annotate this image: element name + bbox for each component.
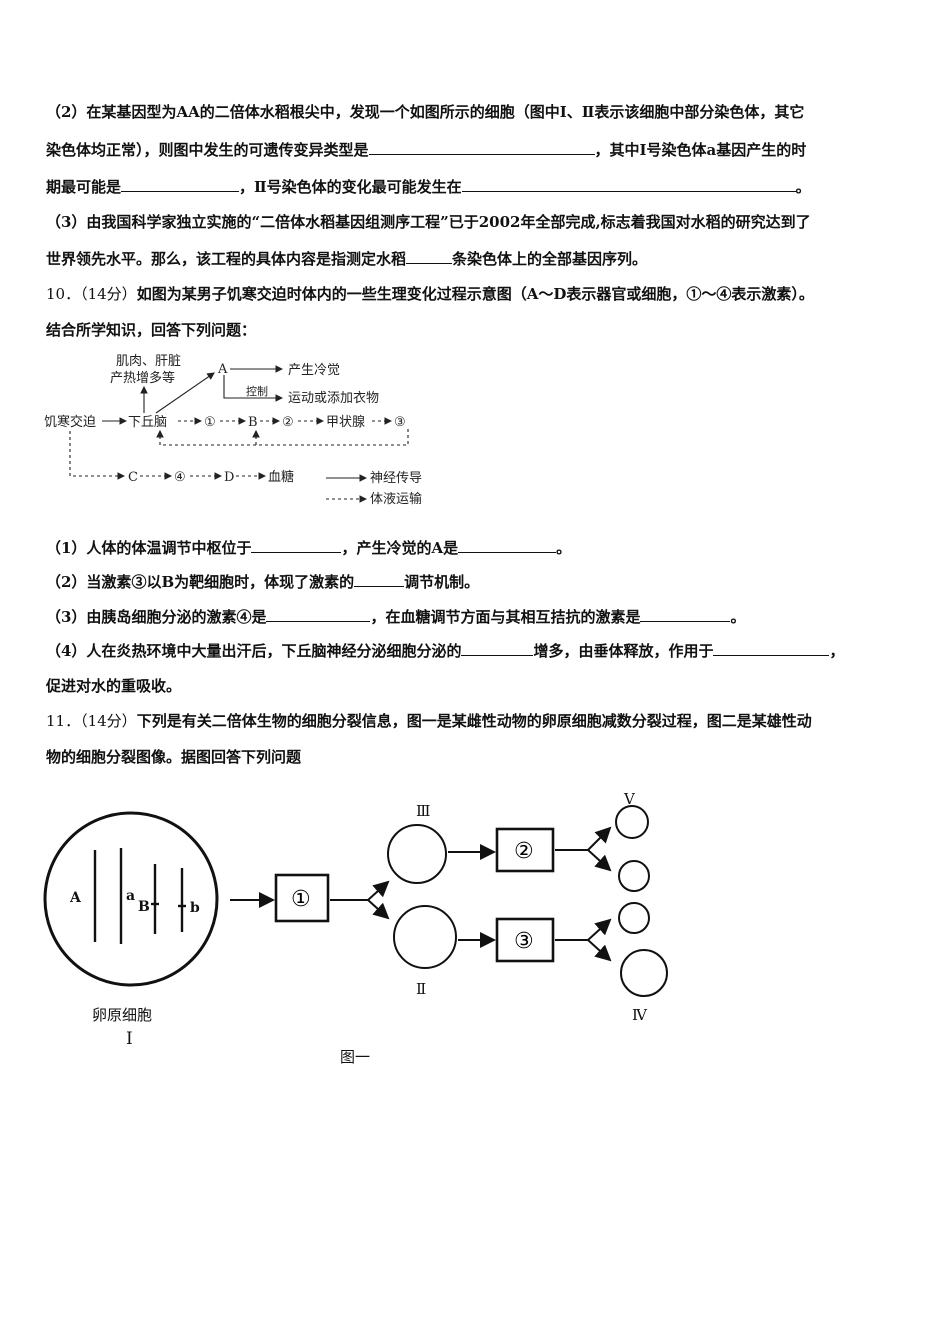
node-start: 饥寒交迫: [44, 414, 96, 430]
text: ，Ⅱ号染色体的变化最可能发生在: [239, 178, 462, 196]
text: ，在血糖调节方面与其相互拮抗的激素是: [370, 608, 641, 626]
answer-blank[interactable]: [461, 175, 796, 192]
text: ，产生冷觉的A是: [341, 539, 459, 557]
gene-B: B: [138, 899, 150, 915]
text: 增多，由垂体释放，作用于: [533, 642, 714, 660]
text: 下列是有关二倍体生物的细胞分裂信息，图一是某雌性动物的卵原细胞减数分裂过程，图二…: [136, 712, 812, 730]
legend-nerve-label: 神经传导: [370, 471, 422, 486]
hormone-2: ②: [282, 415, 294, 430]
text: （2）在某基因型为AA的二倍体水稻根尖中，发现一个如图所示的细胞（图中Ⅰ、Ⅱ表示…: [46, 103, 805, 121]
text: 。: [795, 178, 811, 196]
q9-part3-line1: （3）由我国科学家独立实施的“二倍体水稻基因组测序工程”已于2002年全部完成,…: [46, 211, 811, 233]
q10-stem-line2: 结合所学知识，回答下列问题：: [46, 319, 256, 341]
q11-stem-line1: 11．（14分）下列是有关二倍体生物的细胞分裂信息，图一是某雌性动物的卵原细胞减…: [46, 710, 812, 732]
polar-body: [618, 902, 650, 934]
text: 染色体均正常），则图中发生的可遗传变异类型是: [46, 141, 369, 159]
step-1-box: [274, 873, 330, 923]
cell-V: [615, 805, 649, 839]
node-thyroid: 甲状腺: [326, 415, 365, 430]
step-3-box: [495, 917, 555, 963]
node-A: A: [217, 362, 228, 377]
node-B: B: [248, 415, 258, 430]
node-hypothalamus: 下丘脑: [128, 415, 167, 430]
control-label: 控制: [246, 384, 268, 398]
text: 条染色体上的全部基因序列。: [452, 250, 648, 268]
label-IV: Ⅳ: [632, 1006, 648, 1024]
step-2: ②: [514, 839, 534, 864]
answer-blank[interactable]: [368, 138, 595, 155]
text: 如图为某男子饥寒交迫时体内的一些生理变化过程示意图（A～D表示器官或细胞，①～④…: [136, 285, 814, 303]
q11-figure-1: A a B b 卵原细胞 Ⅰ 图一 Ⅲ Ⅱ Ⅴ Ⅳ ① ② ③: [43, 790, 668, 1066]
cell-IV: [620, 949, 668, 997]
answer-blank[interactable]: [406, 247, 453, 264]
q10-diagram: 肌肉、肝脏 产热增多等 A 产生冷觉 控制 运动或添加衣物 饥寒交迫 下丘脑 ①…: [44, 354, 422, 507]
cell-number-I: Ⅰ: [126, 1029, 133, 1049]
text: （2）当激素③以B为靶细胞时，体现了激素的: [46, 573, 355, 591]
gene-b: b: [190, 900, 200, 916]
answer-blank[interactable]: [461, 639, 534, 656]
q10-stem-line1: 10．（14分）如图为某男子饥寒交迫时体内的一些生理变化过程示意图（A～D表示器…: [46, 283, 814, 305]
text: （1）人体的体温调节中枢位于: [46, 539, 252, 557]
node-C: C: [128, 470, 138, 485]
text: （3）由我国科学家独立实施的“二倍体水稻基因组测序工程”已于2002年全部完成,…: [46, 213, 811, 231]
question-number: 10．（14分）: [46, 285, 137, 303]
cell-III: [387, 824, 447, 884]
text: 世界领先水平。那么，该工程的具体内容是指测定水稻: [46, 250, 407, 268]
answer-blank[interactable]: [640, 605, 731, 622]
q10-part4-line2: 促进对水的重吸收。: [46, 675, 181, 697]
q10-part4-line1: （4）人在炎热环境中大量出汗后，下丘脑神经分泌细胞分泌的 增多，由垂体释放，作用于…: [46, 639, 844, 662]
gene-A: A: [69, 890, 82, 906]
oogonium-cell: [43, 811, 219, 987]
step-3: ③: [514, 929, 534, 954]
node-D: D: [224, 470, 234, 485]
cell-II: [393, 905, 457, 969]
q10-part1: （1）人体的体温调节中枢位于 ，产生冷觉的A是 。: [46, 536, 571, 559]
figure-caption: 图一: [340, 1048, 370, 1066]
hormone-1: ①: [204, 415, 216, 430]
q9-part2-line1: （2）在某基因型为AA的二倍体水稻根尖中，发现一个如图所示的细胞（图中Ⅰ、Ⅱ表示…: [46, 101, 804, 123]
q9-part2-line2: 染色体均正常），则图中发生的可遗传变异类型是 ，其中Ⅰ号染色体a基因产生的时: [46, 138, 806, 161]
text: 结合所学知识，回答下列问题：: [46, 321, 257, 339]
text: （3）由胰岛细胞分泌的激素④是: [46, 608, 267, 626]
question-number: 11．（14分）: [46, 712, 137, 730]
q10-part2: （2）当激素③以B为靶细胞时，体现了激素的 调节机制。: [46, 570, 479, 593]
label-II: Ⅱ: [416, 980, 426, 998]
text: 调节机制。: [404, 573, 480, 591]
text: 促进对水的重吸收。: [46, 677, 182, 695]
hormone-3: ③: [394, 415, 406, 430]
text: （4）人在炎热环境中大量出汗后，下丘脑神经分泌细胞分泌的: [46, 642, 462, 660]
q10-part3: （3）由胰岛细胞分泌的激素④是 ，在血糖调节方面与其相互拮抗的激素是 。: [46, 605, 745, 628]
q9-part2-line3: 期最可能是 ，Ⅱ号染色体的变化最可能发生在 。: [46, 175, 811, 198]
text: ，: [829, 642, 845, 660]
step-1: ①: [291, 887, 311, 912]
text: ，其中Ⅰ号染色体a基因产生的时: [594, 141, 807, 159]
hormone-4: ④: [174, 470, 186, 485]
label-III: Ⅲ: [416, 802, 430, 820]
answer-blank[interactable]: [713, 639, 830, 656]
q11-stem-line2: 物的细胞分裂图像。据图回答下列问题: [46, 746, 301, 768]
answer-blank[interactable]: [121, 175, 240, 192]
text: 。: [730, 608, 746, 626]
answer-blank[interactable]: [266, 605, 371, 622]
label-V: Ⅴ: [623, 790, 636, 808]
q9-part3-line2: 世界领先水平。那么，该工程的具体内容是指测定水稻 条染色体上的全部基因序列。: [46, 247, 647, 270]
step-2-box: [495, 827, 555, 873]
oogonium-label: 卵原细胞: [92, 1006, 152, 1024]
cold-sensation-label: 产生冷觉: [288, 363, 340, 378]
muscle-liver-label: 肌肉、肝脏: [116, 354, 181, 369]
text: 。: [556, 539, 572, 557]
answer-blank[interactable]: [251, 536, 342, 553]
gene-a: a: [126, 888, 135, 904]
text: 期最可能是: [46, 178, 122, 196]
legend-fluid-label: 体液运输: [370, 491, 422, 507]
answer-blank[interactable]: [354, 570, 405, 587]
polar-body: [618, 860, 650, 892]
motion-label: 运动或添加衣物: [288, 390, 379, 406]
heat-production-label: 产热增多等: [110, 370, 175, 386]
text: 物的细胞分裂图像。据图回答下列问题: [46, 748, 302, 766]
answer-blank[interactable]: [458, 536, 557, 553]
node-blood-sugar: 血糖: [268, 469, 294, 485]
